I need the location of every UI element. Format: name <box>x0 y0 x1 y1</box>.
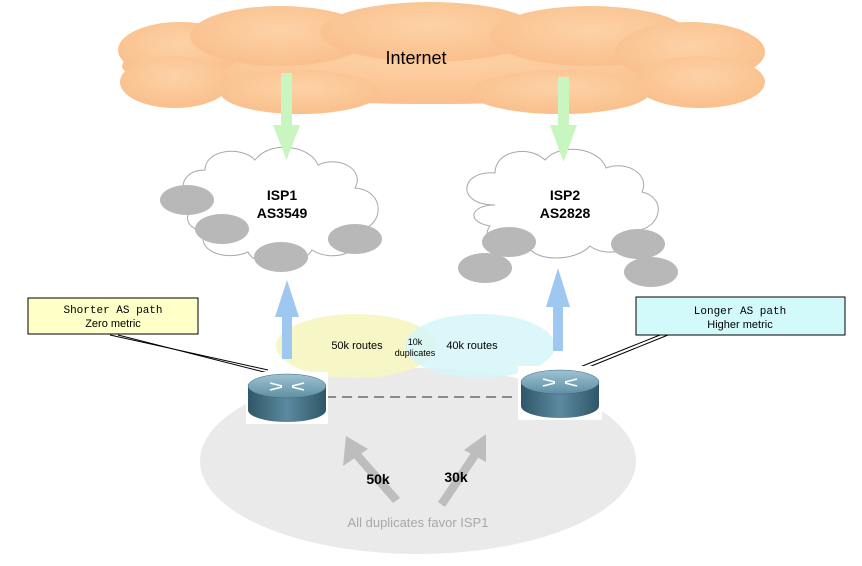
duplicates-count: 10k <box>408 337 423 347</box>
isp-router-blobs <box>160 185 678 287</box>
traffic-arrow-left <box>343 436 400 503</box>
left-callout-leader <box>109 334 269 374</box>
isp2-router-blob <box>482 227 536 257</box>
isp2-router-blob <box>458 253 512 283</box>
right-callout: Longer AS path Higher metric <box>635 296 846 336</box>
traffic-right-label: 30k <box>444 469 468 485</box>
isp2-routes-label: 40k routes <box>446 340 498 352</box>
traffic-left-label: 50k <box>366 471 390 487</box>
isp1-router-blob <box>254 242 308 272</box>
blue-arrow-right <box>546 268 570 351</box>
traffic-arrow-right <box>438 434 486 507</box>
router-left <box>246 372 328 424</box>
isp2-as: AS2828 <box>540 205 591 221</box>
isp1-router-blob <box>195 214 249 244</box>
isp1-routes-ellipse <box>276 314 436 378</box>
left-callout: Shorter AS path Zero metric <box>27 297 199 335</box>
left-callout-line2: Zero metric <box>85 318 141 330</box>
internet-cloud: Internet <box>118 2 765 114</box>
isp1-name: ISP1 <box>267 187 298 203</box>
internet-label: Internet <box>385 48 446 68</box>
duplicates-favor-label: All duplicates favor ISP1 <box>348 515 489 530</box>
left-callout-line1: Shorter AS path <box>63 305 162 317</box>
router-arrows-icon <box>269 382 305 391</box>
right-callout-leader <box>579 334 669 370</box>
blue-arrow-left <box>275 280 299 359</box>
isp1-as: AS3549 <box>257 205 308 221</box>
right-callout-line2: Higher metric <box>707 319 773 331</box>
router-arrows-icon <box>542 378 578 387</box>
green-arrow-right <box>550 77 577 162</box>
isp2-router-blob <box>611 229 665 259</box>
router-right <box>518 366 602 420</box>
green-arrow-left <box>273 73 300 160</box>
right-callout-line1: Longer AS path <box>694 306 786 318</box>
duplicates-word: duplicates <box>395 348 436 358</box>
isp2-name: ISP2 <box>550 187 581 203</box>
isp1-router-blob <box>328 224 382 254</box>
isp2-router-blob <box>624 257 678 287</box>
isp2-routes-ellipse <box>405 314 555 378</box>
isp1-routes-label: 50k routes <box>331 340 383 352</box>
isp1-router-blob <box>160 185 214 215</box>
